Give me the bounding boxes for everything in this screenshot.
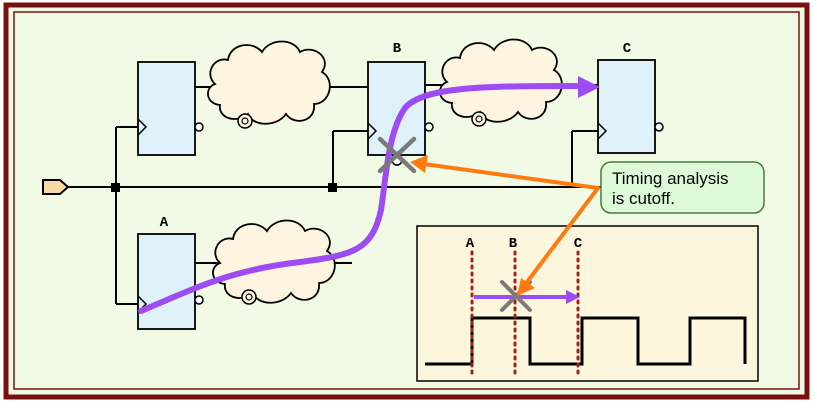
timing-path-arrowhead [578,76,600,98]
waveform-label-a: A [466,236,475,252]
junction-dot [328,183,337,192]
logic-cloud-top-right [439,38,563,127]
callout-box [600,161,765,214]
callout-text-line2: is cutoff. [612,189,675,208]
flipflop-c [597,59,664,154]
waveform-panel: A B C [416,225,759,382]
waveform-label-c: C [574,236,583,252]
flipflop-b-label: B [393,41,402,57]
inner-frame [13,11,800,390]
waveform-label-b: B [509,236,518,252]
callout-arrows [422,162,600,288]
callout-arrowhead-top [410,155,428,173]
logic-cloud-top-left [207,40,331,129]
junction-dot [111,183,120,192]
logic-cloud-bottom [212,219,336,305]
flipflop-a [137,233,204,330]
flipflop-top-left [137,61,204,156]
waveform-timing-arrowhead [566,290,580,304]
x-cross-icon [377,136,417,174]
clock-net [68,126,632,305]
callout-text-line1: Timing analysis [612,169,729,188]
flipflop-c-label: C [623,41,632,57]
flipflop-b [367,61,434,156]
timing-path-purple [138,83,583,314]
flipflop-a-label: A [160,215,169,231]
callout-arrowhead-bottom [517,278,535,296]
input-port-icon [42,179,70,195]
